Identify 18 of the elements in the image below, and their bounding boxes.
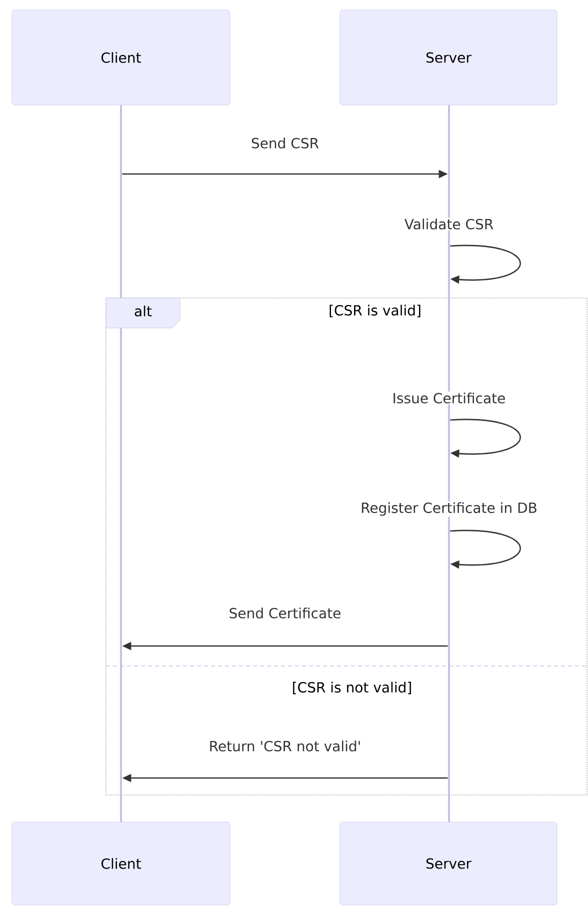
message-label: Validate CSR (403, 218, 495, 230)
participant-box: Client (12, 10, 230, 106)
message-label: Issue Certificate (391, 392, 507, 404)
message-label: Register Certificate in DB (360, 501, 538, 517)
participant-box: Server (340, 10, 558, 106)
self-message-arrow (450, 244, 521, 284)
self-message-arrow (450, 418, 521, 458)
message-label: Return 'CSR not valid' (208, 740, 362, 752)
message-label: Send Certificate (228, 606, 342, 620)
self-message-arrow (450, 530, 521, 569)
guard-label: [CSR is not valid] (290, 680, 414, 696)
alt-tab: alt (106, 298, 180, 328)
lifeline (120, 105, 122, 822)
message-label: Send CSR (250, 136, 320, 150)
participant-box: Server (340, 822, 558, 906)
participant-box: Client (12, 822, 230, 906)
guard-label: [CSR is valid] (328, 304, 422, 318)
lifeline (448, 105, 450, 822)
